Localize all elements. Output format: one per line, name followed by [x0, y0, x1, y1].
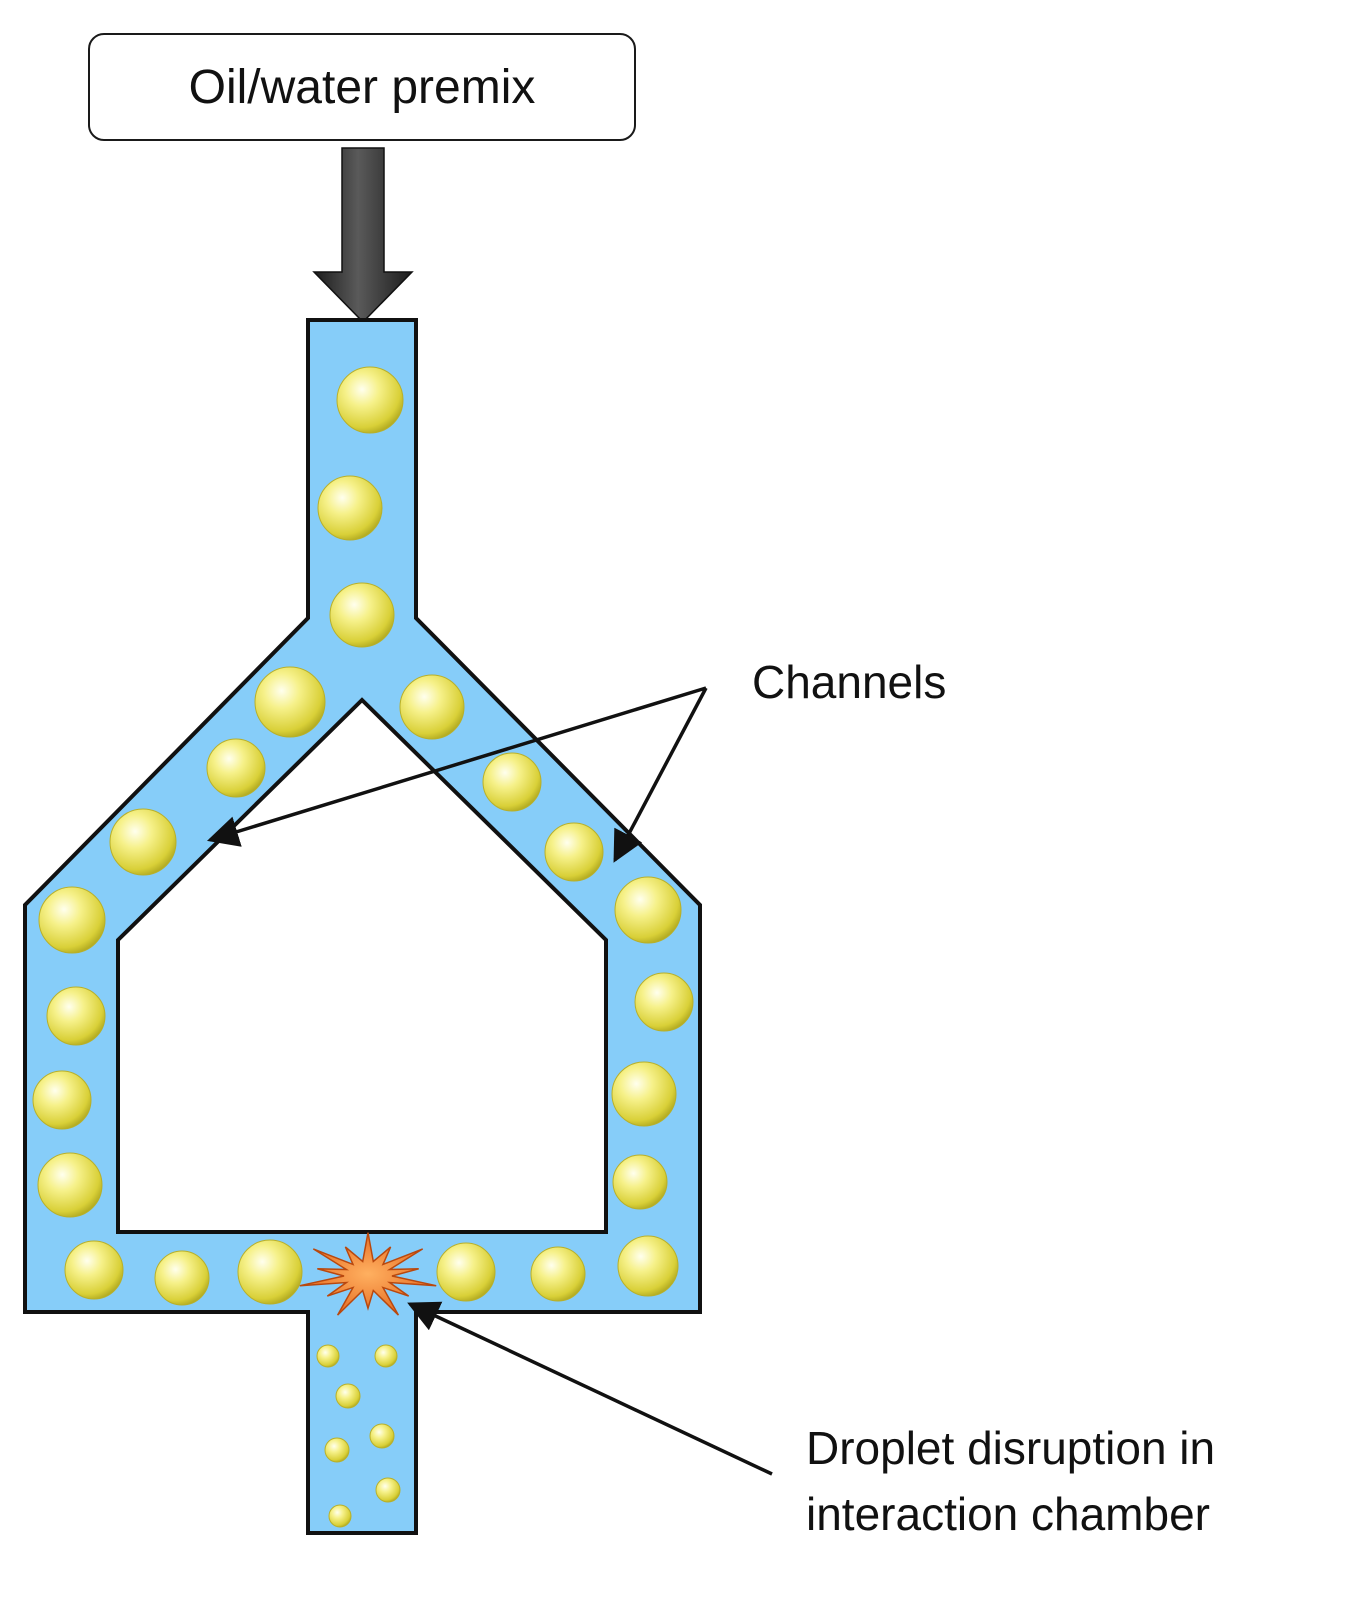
droplet-icon	[46, 986, 106, 1046]
disruption-label: Droplet disruption in interaction chambe…	[806, 1415, 1215, 1547]
droplet-icon	[530, 1246, 586, 1302]
droplet-icon	[329, 582, 395, 648]
droplet-icon	[612, 1154, 668, 1210]
droplet-icon	[254, 666, 326, 738]
droplet-icon	[317, 475, 383, 541]
droplet-icon	[109, 808, 177, 876]
channels-label: Channels	[752, 656, 947, 708]
droplet-icon	[335, 1383, 361, 1409]
droplet-icon	[154, 1250, 210, 1306]
droplet-icon	[32, 1070, 92, 1130]
droplet-icon	[37, 1152, 103, 1218]
droplet-icon	[324, 1437, 350, 1463]
droplet-icon	[374, 1344, 398, 1368]
droplet-icon	[369, 1423, 395, 1449]
droplet-icon	[375, 1477, 401, 1503]
droplet-icon	[436, 1242, 496, 1302]
burst-icon	[299, 1232, 437, 1316]
disruption-pointer	[407, 1301, 773, 1476]
droplet-icon	[399, 674, 465, 740]
disruption-label-line1: Droplet disruption in	[806, 1422, 1216, 1474]
droplet-icon	[316, 1344, 340, 1368]
droplet-icon	[544, 822, 604, 882]
droplet-icon	[611, 1061, 677, 1127]
droplet-icon	[328, 1504, 352, 1528]
down-arrow-icon	[312, 147, 414, 324]
droplet-icon	[634, 972, 694, 1032]
droplet-icon	[237, 1239, 303, 1305]
droplet-icon	[336, 366, 404, 434]
droplet-icon	[64, 1240, 124, 1300]
droplet-icon	[38, 886, 106, 954]
disruption-label-line2: interaction chamber	[806, 1488, 1210, 1540]
droplet-icon	[614, 876, 682, 944]
channels-pointer-right	[613, 687, 708, 863]
droplet-icon	[206, 738, 266, 798]
channels-pointer-left	[206, 686, 707, 847]
droplet-icon	[617, 1235, 679, 1297]
input-box: Oil/water premix	[88, 33, 636, 141]
droplet-icon	[482, 752, 542, 812]
droplets	[32, 366, 694, 1528]
input-label: Oil/water premix	[188, 60, 536, 114]
